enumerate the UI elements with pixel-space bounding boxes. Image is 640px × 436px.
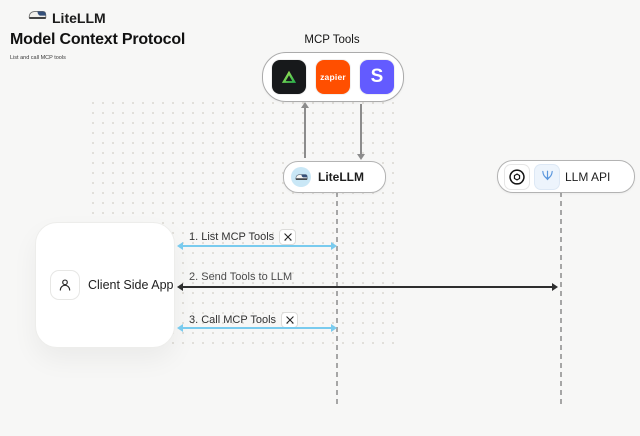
mcp-tools-group: zapier S [262, 52, 404, 102]
sequence-label-2-text: 2. Send Tools to LLM [189, 271, 293, 283]
stripe-letter: S [370, 66, 384, 87]
stripe-tool-icon: S [360, 60, 394, 94]
green-triangle-tool-icon [272, 60, 306, 94]
litellm-train-icon [28, 8, 47, 27]
sequence-label-3-text: 3. Call MCP Tools [189, 314, 277, 326]
brand-name: LiteLLM [52, 9, 106, 26]
node-litellm: LiteLLM [283, 161, 386, 193]
zapier-wordmark: zapier [320, 72, 346, 82]
llm-provider-icon [535, 164, 559, 189]
node-llm-api-label: LLM API [565, 169, 611, 184]
lifeline-llm-api [560, 192, 562, 408]
node-litellm-label: LiteLLM [318, 170, 364, 184]
crossed-tools-icon [279, 229, 297, 245]
lifeline-litellm [336, 192, 338, 408]
client-side-app-card: Client Side App [35, 222, 175, 348]
sequence-label-3: 3. Call MCP Tools [189, 312, 299, 328]
brand: LiteLLM [28, 8, 106, 27]
page-subtitle: List and call MCP tools [10, 55, 66, 61]
zapier-tool-icon: zapier [316, 60, 350, 94]
user-icon [51, 271, 79, 299]
page-title: Model Context Protocol [10, 31, 186, 48]
litellm-train-icon [291, 167, 311, 187]
crossed-tools-icon [281, 312, 299, 328]
mcp-tools-label: MCP Tools [304, 34, 360, 46]
node-llm-api: LLM API [497, 160, 635, 193]
sequence-label-2: 2. Send Tools to LLM [189, 271, 292, 283]
sequence-label-1: 1. List MCP Tools [189, 229, 297, 245]
client-side-app-label: Client Side App [88, 278, 174, 292]
openai-icon [505, 164, 529, 189]
sequence-label-1-text: 1. List MCP Tools [189, 231, 275, 243]
